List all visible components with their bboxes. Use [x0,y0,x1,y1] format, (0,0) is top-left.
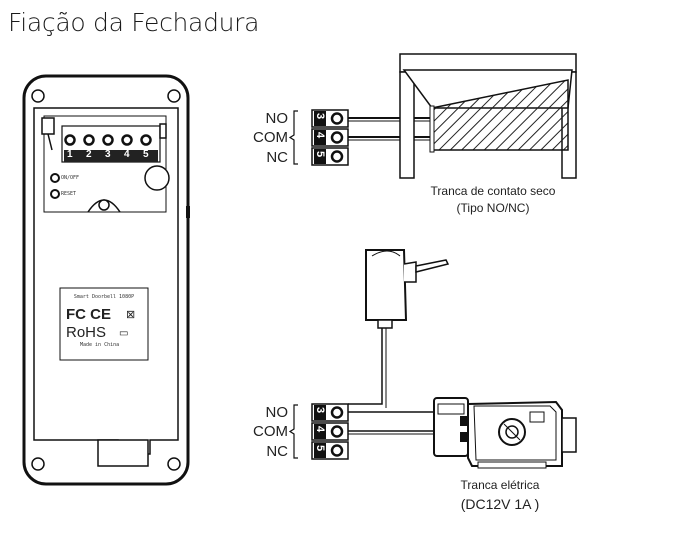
terminal-label-com: COM [253,423,288,440]
electric-lock-caption: Tranca elétrica [460,478,540,492]
terminal-label-nc: NC [266,443,288,460]
dry-contact-caption: Tranca de contato seco [430,184,556,198]
dry-contact-terminal-block [288,109,349,166]
product-label: Smart Doorbell 1080P [73,294,135,300]
terminal-number: 4 [314,425,326,433]
terminal-number: 5 [314,444,326,452]
electric-lock-wires [348,411,440,435]
terminal-number: 5 [314,150,326,158]
terminal-number: 3 [314,406,326,414]
terminal-number: 3 [105,149,111,160]
weee-icon: ⊠ [126,309,136,321]
terminal-number: 5 [143,149,149,160]
terminal-number: 4 [314,131,326,139]
terminal-number: 1 [67,149,73,160]
onoff-label: ON/OFF [61,175,80,181]
equipment-icon: ▭ [119,328,129,339]
terminal-label-no: NO [265,404,289,421]
electric-lock-drawing [433,397,577,469]
doorbell-back-panel [22,74,190,486]
terminal-label-com: COM [253,129,288,146]
reset-label: RESET [61,191,77,197]
power-adapter [348,249,450,408]
terminal-number: 2 [86,149,92,160]
electric-lock-spec: (DC12V 1A ) [460,496,540,512]
fc-ce-mark: FC CE [66,306,111,323]
rohs-mark: RoHS [66,324,107,341]
terminal-label-no: NO [265,110,289,127]
electric-lock-terminal-block [288,403,349,460]
made-in-label: Made in China [80,342,120,348]
page-title: Fiação da Fechadura [8,8,260,37]
dry-contact-lock-drawing [399,53,577,179]
terminal-label-nc: NC [266,149,288,166]
dry-contact-type: (Tipo NO/NC) [456,201,530,215]
terminal-number: 4 [124,149,130,160]
terminal-number: 3 [314,112,326,120]
dry-contact-wires [348,117,432,141]
